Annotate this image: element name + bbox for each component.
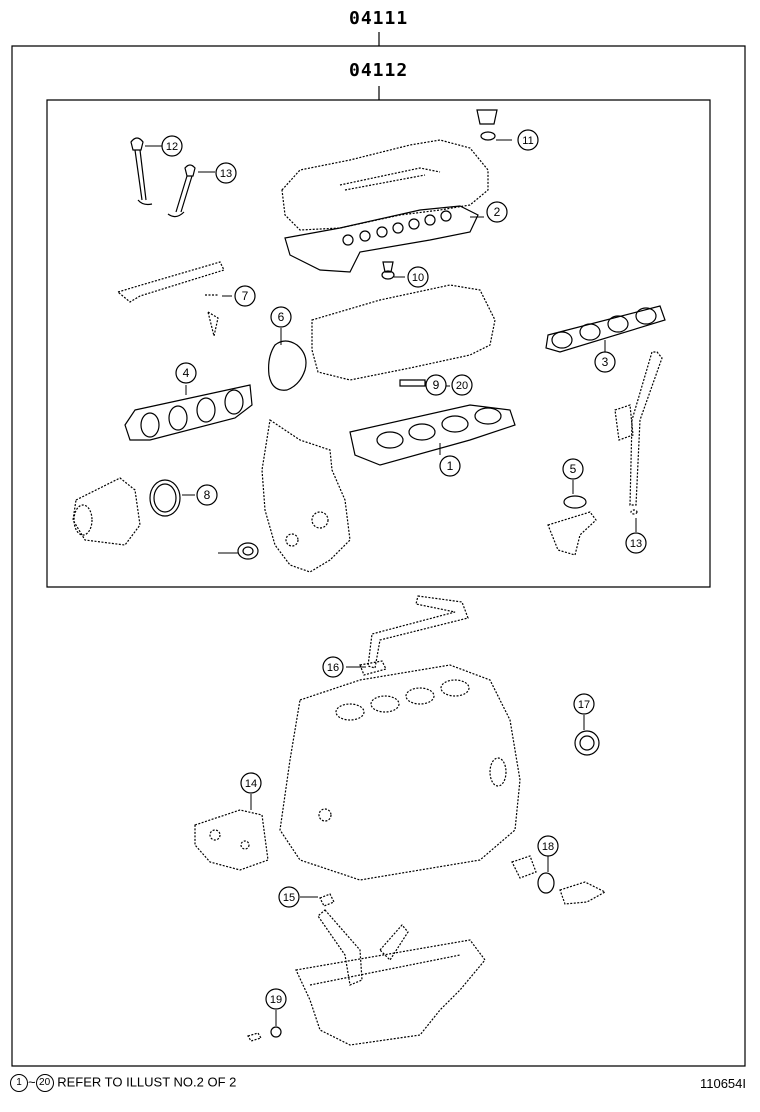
cylinder-block-drawing — [279, 664, 521, 881]
callout-17: 17 — [573, 693, 595, 715]
callout-number: 20 — [456, 380, 468, 392]
callout-number: 11 — [522, 135, 533, 147]
callout-11: 11 — [517, 129, 539, 151]
callout-5: 5 — [562, 458, 584, 480]
oil-filter-drawing — [72, 477, 141, 546]
intake-manifold-gasket-drawing — [545, 305, 666, 353]
timing-cover-drawing — [261, 418, 351, 573]
head-cover-drawing — [281, 139, 489, 231]
range-end-badge: 20 — [35, 1074, 54, 1092]
callout-circle — [278, 886, 300, 908]
callout-number: 13 — [630, 538, 642, 550]
callout-number: 16 — [327, 662, 339, 674]
callout-circle — [439, 455, 461, 477]
oil-tube-drawing — [359, 595, 469, 676]
camshaft-drawing — [116, 261, 225, 337]
callout-circle — [573, 693, 595, 715]
callout-2: 2 — [486, 201, 508, 223]
callout-circle — [322, 656, 344, 678]
head-cover-gasket-drawing — [284, 205, 479, 273]
callout-number: 8 — [204, 488, 211, 502]
callout-number: 9 — [433, 378, 440, 392]
callout-number: 14 — [245, 778, 257, 790]
callout-number: 4 — [183, 366, 190, 380]
callout-number: 2 — [494, 205, 501, 219]
callout-circle — [175, 362, 197, 384]
callout-number: 1 — [447, 459, 454, 473]
water-pump-gasket-drawing — [268, 340, 307, 391]
callout-circle — [486, 201, 508, 223]
callout-circle — [240, 772, 262, 794]
crank-seal-drawing — [237, 542, 259, 560]
callout-18: 18 — [537, 835, 559, 857]
callout-8: 8 — [196, 484, 218, 506]
callout-number: 5 — [570, 462, 577, 476]
oil-pan-drawing — [295, 939, 486, 1046]
callout-6: 6 — [270, 306, 292, 328]
rear-seal-drawing — [574, 730, 600, 756]
callout-circle — [196, 484, 218, 506]
footer-reference-note: 1~20 REFER TO ILLUST NO.2 OF 2 — [10, 1074, 236, 1092]
callout-14: 14 — [240, 772, 262, 794]
callout-16: 16 — [322, 656, 344, 678]
callout-circle — [562, 458, 584, 480]
range-start-badge: 1 — [10, 1074, 28, 1092]
outer-kit-code: 04111 — [349, 8, 409, 29]
callout-9: 9 — [425, 374, 447, 396]
callout-circle — [407, 266, 429, 288]
callout-number: 15 — [283, 892, 295, 904]
callout-circle — [517, 129, 539, 151]
range-separator: ~ — [28, 1074, 36, 1090]
thermostat-drawing — [547, 495, 597, 556]
footer-note-text: REFER TO ILLUST NO.2 OF 2 — [57, 1074, 237, 1090]
callout-circle — [161, 135, 183, 157]
callout-circle — [594, 351, 616, 373]
callout-number: 3 — [602, 355, 609, 369]
callout-circle — [265, 988, 287, 1010]
diagram-id: 110654I — [699, 1076, 746, 1091]
callout-7: 7 — [234, 285, 256, 307]
callout-number: 6 — [278, 310, 285, 324]
exhaust-manifold-gasket-drawing — [124, 384, 253, 441]
callout-circle — [215, 162, 237, 184]
callout-circle — [451, 374, 473, 396]
callout-13: 13 — [625, 532, 647, 554]
callout-number: 17 — [578, 699, 590, 711]
callout-20: 20 — [451, 374, 473, 396]
drain-plug-drawing — [247, 1026, 282, 1042]
inner-kit-code: 04112 — [349, 60, 409, 81]
oil-pump-drawing — [194, 809, 269, 871]
callout-12: 12 — [161, 135, 183, 157]
callout-13: 13 — [215, 162, 237, 184]
callout-1: 1 — [439, 455, 461, 477]
callout-number: 10 — [412, 272, 424, 284]
callout-3: 3 — [594, 351, 616, 373]
callout-circle — [537, 835, 559, 857]
callout-circle — [270, 306, 292, 328]
inner-kit-frame — [46, 86, 711, 588]
callout-number: 18 — [542, 841, 554, 853]
cylinder-head-drawing — [311, 284, 496, 381]
callout-19: 19 — [265, 988, 287, 1010]
callout-15: 15 — [278, 886, 300, 908]
dipstick-guide-drawing — [614, 351, 663, 515]
oring-drawing — [149, 479, 181, 517]
callout-circle — [234, 285, 256, 307]
callout-number: 7 — [242, 289, 249, 303]
head-gasket-drawing — [349, 404, 516, 466]
outer-kit-frame — [11, 32, 746, 1067]
callout-number: 13 — [220, 168, 232, 180]
oil-strainer-drawing — [317, 893, 409, 986]
callout-10: 10 — [407, 266, 429, 288]
valve-drawing — [130, 137, 196, 218]
callout-number: 19 — [270, 994, 282, 1006]
callout-circle — [425, 374, 447, 396]
callout-4: 4 — [175, 362, 197, 384]
callout-circle — [625, 532, 647, 554]
oil-filler-cap-drawing — [476, 109, 498, 141]
callout-number: 12 — [166, 141, 178, 153]
oil-pressure-sensor-drawing — [511, 855, 607, 905]
